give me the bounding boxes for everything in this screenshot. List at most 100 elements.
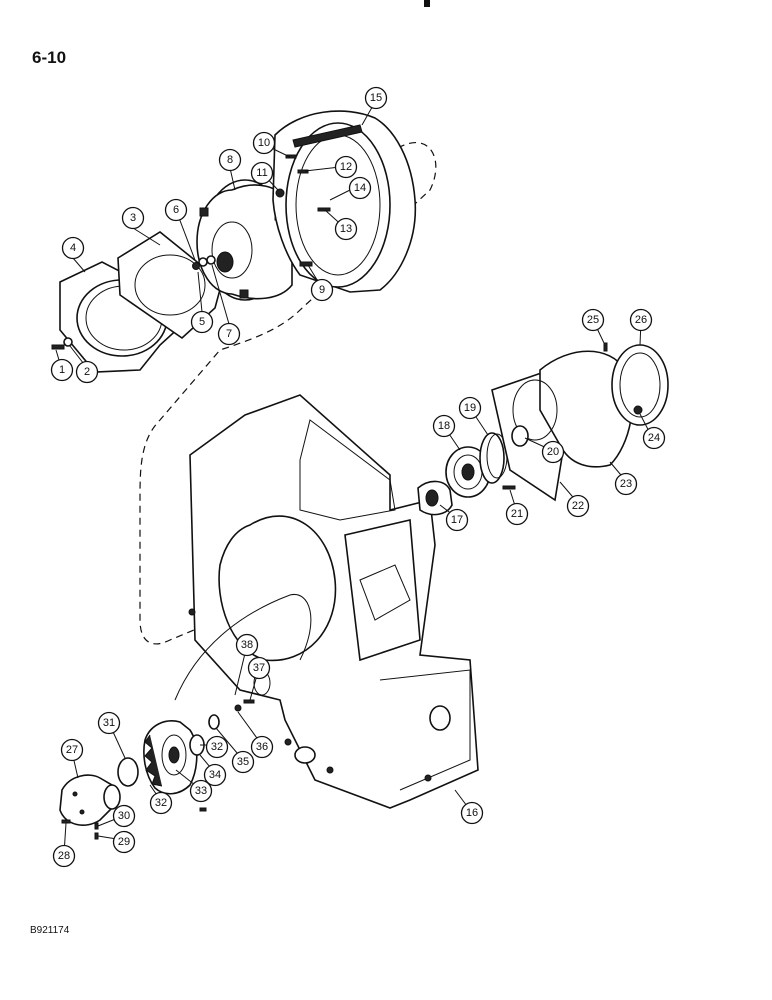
callout-circle — [121, 206, 145, 230]
callout-circle — [505, 502, 529, 526]
bolt-part-25 — [603, 342, 608, 352]
callout-number: 37 — [253, 662, 265, 674]
callout-27: 27 — [60, 738, 84, 762]
callout-number: 1 — [59, 364, 65, 376]
washer-part-2 — [63, 337, 73, 347]
callout-circle — [310, 278, 334, 302]
callout-24: 24 — [642, 426, 666, 450]
callout-circle — [235, 633, 259, 657]
callout-35: 35 — [231, 750, 255, 774]
callout-circle — [217, 322, 241, 346]
callout-9: 9 — [310, 278, 334, 302]
callout-32: 32 — [149, 791, 173, 815]
bolt-part-28 — [61, 819, 71, 824]
callout-34: 34 — [203, 763, 227, 787]
callout-circle — [52, 844, 76, 868]
callout-20: 20 — [541, 440, 565, 464]
callout-number: 25 — [587, 314, 599, 326]
flange-shaft-part-27 — [59, 774, 121, 826]
callout-number: 5 — [199, 316, 205, 328]
callout-18: 18 — [432, 414, 456, 438]
callout-11: 11 — [250, 161, 274, 185]
callout-circle — [50, 358, 74, 382]
dowel-pin-part-12 — [297, 169, 309, 174]
callout-circle — [190, 310, 214, 334]
callout-number: 9 — [319, 284, 325, 296]
callout-13: 13 — [334, 217, 358, 241]
callout-25: 25 — [581, 308, 605, 332]
routing-line — [174, 594, 312, 701]
callout-circle — [566, 494, 590, 518]
callout-36: 36 — [250, 735, 274, 759]
bolt-part-1 — [51, 344, 65, 350]
callout-circle — [642, 426, 666, 450]
callout-number: 8 — [227, 154, 233, 166]
callout-30: 30 — [112, 804, 136, 828]
callout-number: 3 — [130, 212, 136, 224]
callout-circle — [149, 791, 173, 815]
pin-part-21 — [502, 485, 516, 490]
callout-19: 19 — [458, 396, 482, 420]
snap-ring-part-31 — [117, 757, 139, 787]
callout-28: 28 — [52, 844, 76, 868]
callout-circle — [581, 308, 605, 332]
callout-circle — [247, 656, 271, 680]
callout-circle — [614, 472, 638, 496]
callout-circle — [250, 161, 274, 185]
callout-number: 4 — [70, 242, 76, 254]
callout-10: 10 — [252, 131, 276, 155]
callout-circle — [203, 763, 227, 787]
page-number: 6-10 — [32, 48, 67, 67]
callout-7: 7 — [217, 322, 241, 346]
top-registration-mark — [424, 0, 430, 7]
callout-37: 37 — [247, 656, 271, 680]
callout-number: 27 — [66, 744, 78, 756]
pin-part-30 — [94, 822, 99, 830]
gear-part-33 — [143, 720, 198, 795]
callout-15: 15 — [364, 86, 388, 110]
nut-part-36 — [234, 704, 242, 712]
callout-number: 13 — [340, 223, 352, 235]
bushing-part-17 — [417, 480, 453, 516]
callout-circle — [334, 217, 358, 241]
callout-number: 29 — [118, 836, 130, 848]
callout-circle — [541, 440, 565, 464]
callout-number: 7 — [226, 328, 232, 340]
callout-circle — [252, 131, 276, 155]
gasket-part-3 — [117, 231, 223, 340]
callout-circle — [445, 508, 469, 532]
callout-number: 34 — [209, 769, 221, 781]
callout-6: 6 — [164, 198, 188, 222]
callout-21: 21 — [505, 502, 529, 526]
callout-number: 19 — [464, 402, 476, 414]
callout-circle — [60, 738, 84, 762]
callout-number: 30 — [118, 810, 130, 822]
callout-number: 22 — [572, 500, 584, 512]
callout-4: 4 — [61, 236, 85, 260]
callout-circle — [189, 779, 213, 803]
cover-part-23 — [511, 350, 633, 468]
pin-part-29 — [94, 832, 99, 840]
callout-14: 14 — [348, 176, 372, 200]
callout-circle — [164, 198, 188, 222]
nut-part-11 — [275, 188, 285, 198]
callout-circle — [75, 360, 99, 384]
transmission-housing-part-16 — [188, 394, 479, 809]
callout-number: 12 — [340, 161, 352, 173]
callout-number: 2 — [84, 366, 90, 378]
callout-number: 10 — [258, 137, 270, 149]
callout-number: 18 — [438, 420, 450, 432]
callout-number: 33 — [195, 785, 207, 797]
callout-17: 17 — [445, 508, 469, 532]
callout-circle — [231, 750, 255, 774]
callout-circle — [458, 396, 482, 420]
callout-circle — [112, 804, 136, 828]
ring-part-35 — [208, 714, 220, 730]
callout-number: 28 — [58, 850, 70, 862]
callout-number: 14 — [354, 182, 366, 194]
callout-number: 6 — [173, 204, 179, 216]
callout-number: 17 — [451, 514, 463, 526]
